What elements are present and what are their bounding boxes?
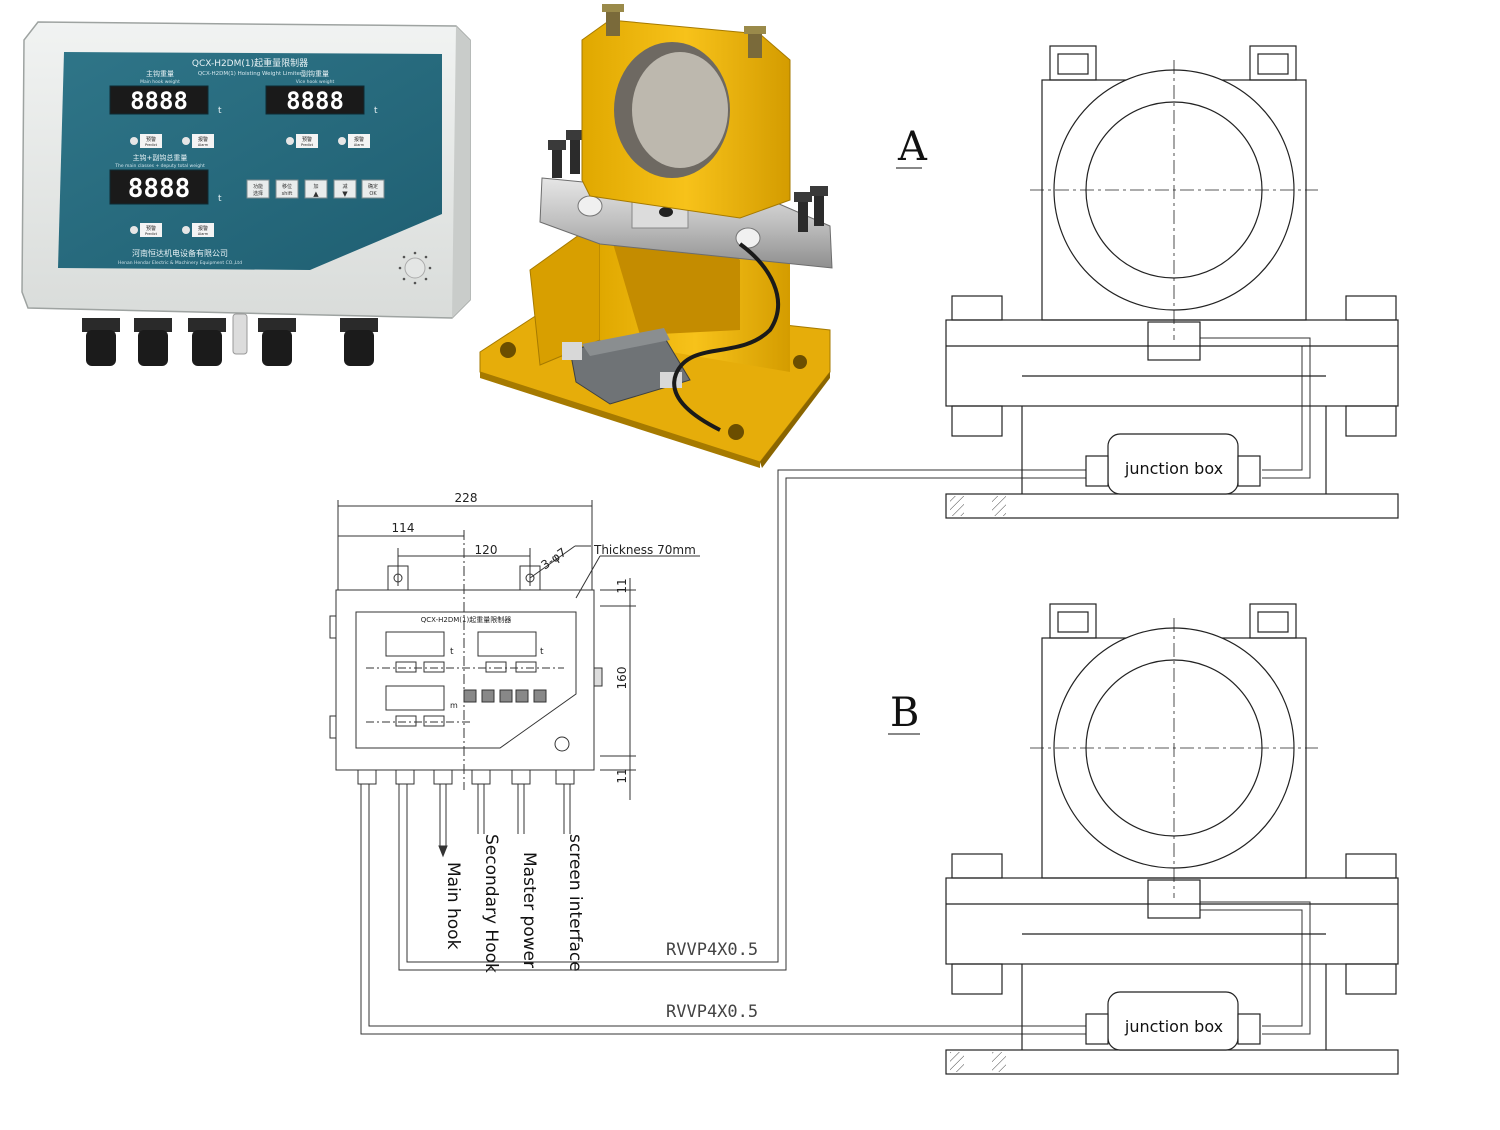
- vice-alarm-label: 报警: [354, 136, 364, 143]
- dimension-width-228: 228: [455, 491, 478, 505]
- vice-hook-display-value: 8888: [286, 87, 344, 115]
- main-alarm-label: 报警: [198, 136, 208, 143]
- lead-main-hook: Main hook: [443, 862, 463, 950]
- vice-predict-en: Predict: [301, 143, 314, 147]
- vice-hook-weight-label: 副钩重量: [301, 69, 329, 78]
- main-hook-weight-label: 主钩重量: [146, 69, 174, 78]
- sensor-label-b: B: [890, 690, 919, 736]
- dimension-labels: 228 114 120 3-φ7 Thickness 70mm 160 11 1…: [392, 491, 696, 784]
- sensor-assembly-a: [945, 45, 1399, 519]
- lead-screen-interface: screen interface: [565, 834, 585, 972]
- controller-button-shift[interactable]: 移位 shift: [275, 179, 299, 199]
- total-weight-display-value: 8888: [128, 174, 191, 204]
- vice-hook-display: 8888: [265, 85, 365, 115]
- sensor-label-a: A: [897, 124, 928, 170]
- sensor-cable: [672, 242, 781, 432]
- total-weight-en: The main classes + deputy total weight: [114, 163, 205, 169]
- total-weight-display: 8888: [109, 169, 209, 205]
- total-alarm-en: Alarm: [198, 232, 209, 236]
- drawing-panel-title: QCX-H2DM(1)起重量限制器: [421, 615, 511, 624]
- button-down-cn: 减: [342, 183, 347, 190]
- junction-box-b-label: junction box: [1124, 1017, 1223, 1036]
- cable-spec-label-2: RVVP4X0.5: [666, 1002, 758, 1022]
- main-predict-label: 预警: [146, 136, 156, 143]
- drawing-unit-t-1: t: [450, 647, 454, 657]
- button-function-cn: 功能: [253, 183, 263, 190]
- controller-button-ok[interactable]: 确定 OK: [361, 179, 385, 199]
- cable-spec-label-1: RVVP4X0.5: [666, 940, 758, 960]
- controller-button-function[interactable]: 功能 选择: [246, 179, 270, 199]
- dimension-half-114: 114: [392, 521, 415, 535]
- junction-box-a-label: junction box: [1124, 459, 1223, 478]
- controller-company-name: 河南恒达机电设备有限公司: [132, 248, 228, 258]
- total-predict-indicator: 预警 Predict: [130, 223, 162, 237]
- controller-button-up[interactable]: 加 ▲: [304, 179, 328, 199]
- dimension-holes: 3-φ7: [538, 545, 569, 572]
- dimension-drawing: [329, 500, 700, 858]
- total-predict-en: Predict: [145, 232, 158, 236]
- vice-predict-indicator: 预警 Predict: [286, 134, 318, 148]
- main-hook-display: 8888: [109, 85, 209, 115]
- sensor-assembly-b: [945, 603, 1399, 1075]
- controller-model-title: QCX-H2DM(1)起重量限制器: [192, 57, 308, 69]
- lead-master-power: Master power: [519, 852, 539, 968]
- vice-hook-unit: t: [374, 106, 378, 116]
- controller-model-subtitle: QCX-H2DM(1) Hoisting Weight Limiter: [198, 71, 303, 77]
- controller-photo: QCX-H2DM(1)起重量限制器 QCX-H2DM(1) Hoisting W…: [21, 21, 471, 366]
- vice-hook-weight-en: Vice hook weight: [296, 79, 335, 85]
- main-predict-indicator: 预警 Predict: [130, 134, 162, 148]
- cable-gland-icon: [82, 313, 378, 366]
- vice-alarm-indicator: 报警 Alarm: [338, 134, 370, 148]
- button-up-cn: 加: [313, 183, 318, 190]
- dimension-margin-top: 11: [615, 578, 629, 593]
- cable-routing: [360, 337, 1311, 1035]
- drawing-unit-m: m: [450, 701, 458, 710]
- dimension-height-160: 160: [615, 667, 629, 690]
- dimension-margin-bottom: 11: [615, 768, 629, 783]
- thickness-label: Thickness 70mm: [593, 543, 696, 557]
- total-alarm-label: 报警: [198, 225, 208, 232]
- main-alarm-indicator: 报警 Alarm: [182, 134, 214, 148]
- main-hook-display-value: 8888: [130, 87, 188, 115]
- button-ok-en: OK: [369, 191, 377, 197]
- vice-alarm-en: Alarm: [354, 143, 365, 147]
- controller-button-down[interactable]: 减 ▼: [333, 179, 357, 199]
- main-hook-weight-en: Main hook weight: [140, 79, 180, 85]
- controller-face-panel: [58, 52, 442, 270]
- total-weight-unit: t: [218, 194, 222, 204]
- main-hook-unit: t: [218, 106, 222, 116]
- main-predict-en: Predict: [145, 143, 158, 147]
- bolt-icon: [548, 130, 828, 232]
- button-shift-cn: 移位: [282, 183, 292, 190]
- lead-labels: Main hook Secondary Hook Master power sc…: [443, 834, 585, 973]
- main-alarm-en: Alarm: [198, 143, 209, 147]
- dimension-mount-120: 120: [475, 543, 498, 557]
- controller-company-en: Henan Hendar Electric & Machinery Equipm…: [118, 260, 242, 266]
- total-weight-label: 主钩+副钩总重量: [133, 153, 188, 162]
- button-ok-cn: 确定: [368, 183, 378, 190]
- load-cell-seat-photo: [479, 4, 833, 468]
- lead-secondary-hook: Secondary Hook: [481, 834, 501, 973]
- total-alarm-indicator: 报警 Alarm: [182, 223, 214, 237]
- button-function-en: 选择: [253, 190, 263, 197]
- button-shift-en: shift: [282, 191, 293, 197]
- total-predict-label: 预警: [146, 225, 156, 232]
- vice-predict-label: 预警: [302, 136, 312, 143]
- buzzer-icon: [398, 251, 432, 285]
- bearing-housing: [581, 4, 791, 219]
- button-up-icon: ▲: [313, 190, 319, 198]
- button-down-icon: ▼: [342, 190, 348, 198]
- drawing-unit-t-2: t: [540, 647, 544, 657]
- junction-box-photo: [562, 328, 691, 405]
